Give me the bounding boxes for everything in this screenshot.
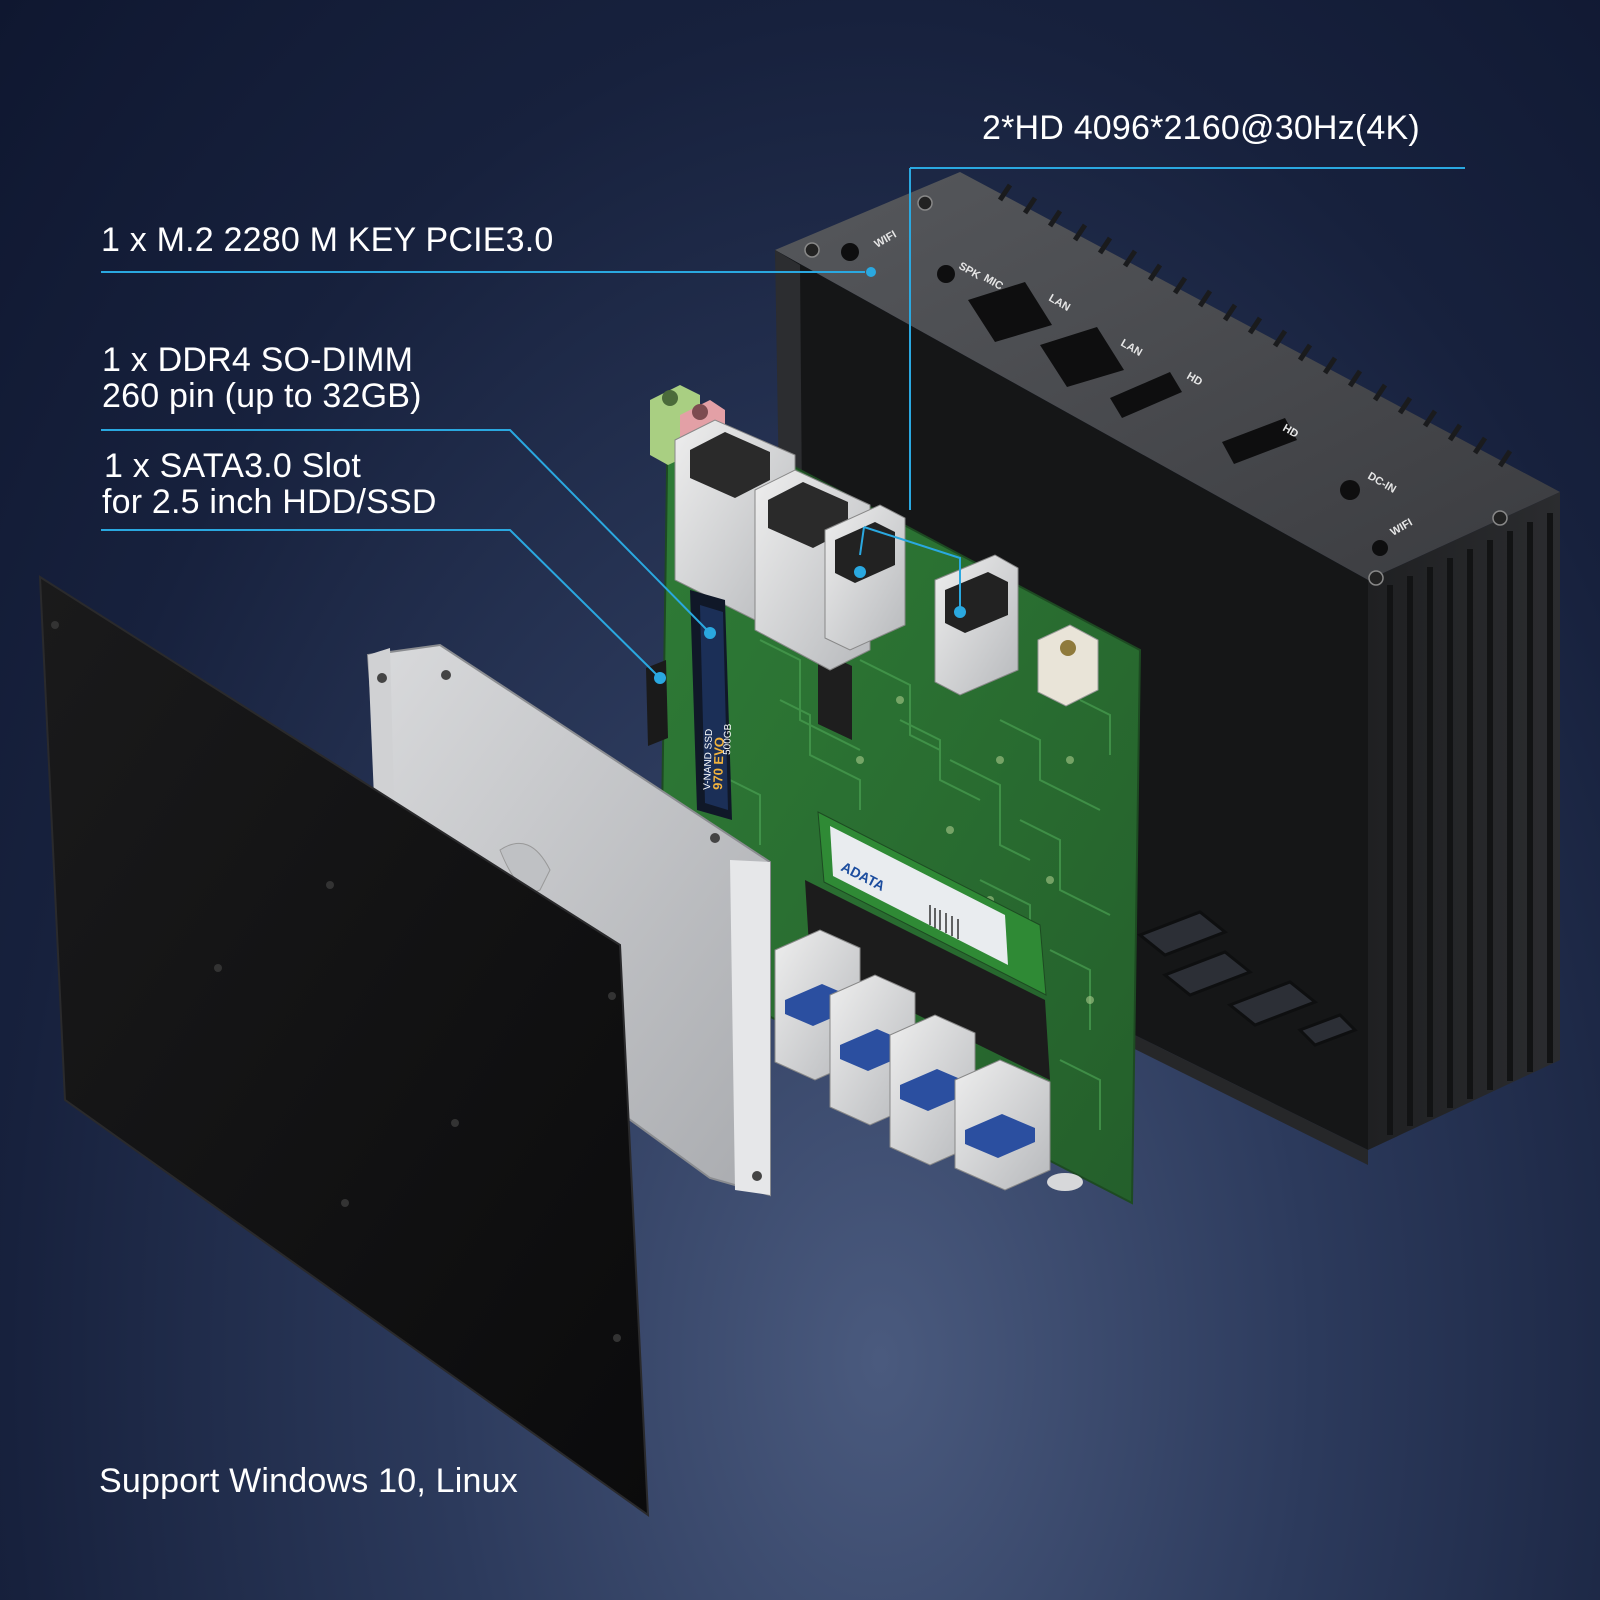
ddr4-so-dimm: ADATA: [805, 811, 1050, 1080]
motherboard: V-NAND SSD 970 EVO 500GB ADATA: [646, 385, 1142, 1205]
callout-dots: [654, 267, 966, 684]
chassis-screws: [804, 195, 1508, 586]
svg-text:500GB: 500GB: [722, 723, 734, 755]
svg-text:970 EVO: 970 EVO: [710, 737, 727, 790]
dc-in-jack: [1037, 624, 1099, 707]
chassis-bottom-vents: [1137, 910, 1358, 1047]
label-sata-line2: for 2.5 inch HDD/SSD: [102, 483, 437, 521]
chipset: [818, 650, 852, 740]
label-sata-line1: 1 x SATA3.0 Slot: [104, 447, 362, 485]
label-hdmi: 2*HD 4096*2160@30Hz(4K): [982, 109, 1420, 147]
heatsink-fins-side: [1387, 513, 1553, 1135]
callout-line-sata: [101, 529, 661, 679]
callout-line-ddr4: [101, 429, 711, 634]
hdmi-ports: [824, 504, 1019, 696]
callout-lines: [101, 167, 1465, 679]
svg-text:V-NAND SSD: V-NAND SSD: [702, 729, 715, 790]
m2-ssd: V-NAND SSD 970 EVO 500GB: [690, 590, 734, 820]
label-m2: 1 x M.2 2280 M KEY PCIE3.0: [101, 221, 554, 259]
label-os-support: Support Windows 10, Linux: [99, 1462, 518, 1500]
usb-ports: [774, 929, 1051, 1191]
heatsink-fins-top: [997, 183, 1513, 468]
chassis-port-cutouts: [841, 243, 1388, 556]
label-ddr4-line1: 1 x DDR4 SO-DIMM: [102, 341, 414, 379]
bottom-panel: [38, 575, 650, 1518]
label-ddr4-line2: 260 pin (up to 32GB): [102, 377, 422, 415]
